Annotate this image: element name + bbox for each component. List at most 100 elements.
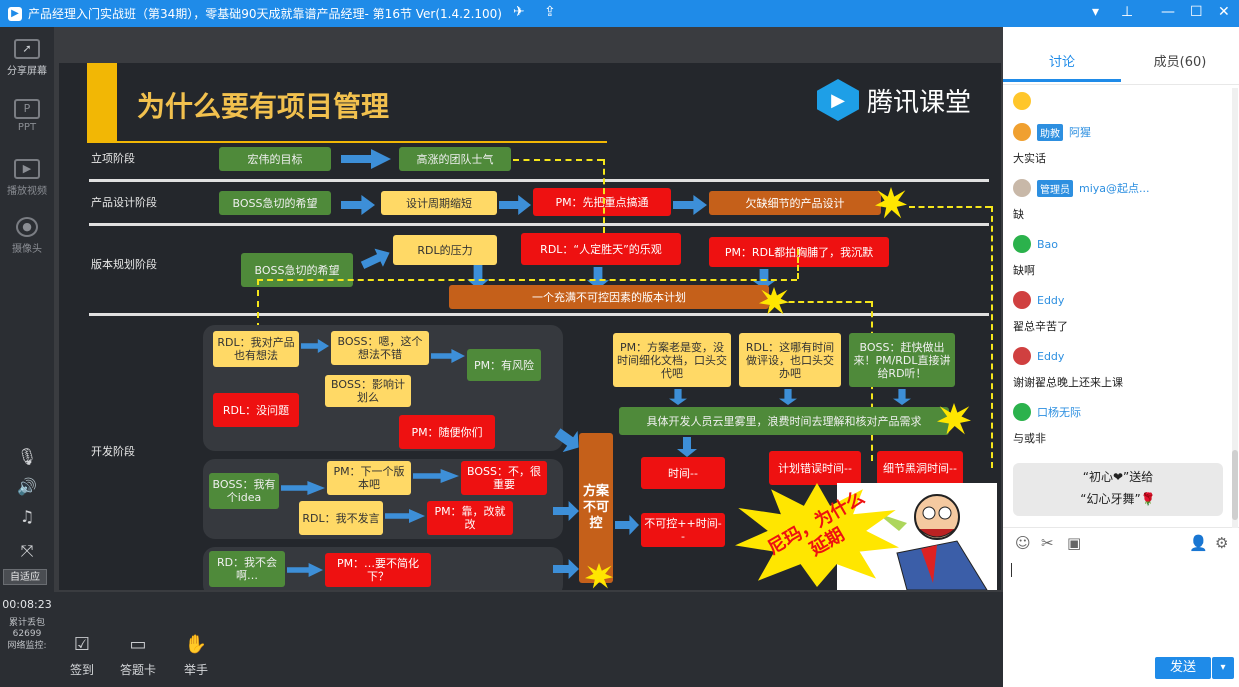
brand-logo: ▶ 腾讯课堂 bbox=[816, 79, 971, 121]
flow-box: PM：靠，改就改 bbox=[427, 501, 513, 535]
flow-arrow bbox=[779, 389, 797, 405]
flow-box: RDL：这哪有时间做评设，也口头交办吧 bbox=[739, 333, 841, 387]
message-header: Bao bbox=[1013, 235, 1058, 253]
flow-box: RDL：“人定胜天”的乐观 bbox=[521, 233, 681, 265]
music-icon[interactable]: ♫ bbox=[19, 507, 35, 526]
minimize-icon[interactable]: — bbox=[1161, 4, 1175, 20]
raise-hand-button[interactable]: ✋ 举手 bbox=[176, 634, 216, 678]
class-timer: 00:08:23 bbox=[2, 598, 52, 611]
chat-panel: 讨论 成员(60) 助教 阿猩 大实话 管理员 miya@起点... 缺 Bao… bbox=[1003, 27, 1239, 687]
sender-name[interactable]: 口杨无际 bbox=[1037, 406, 1081, 419]
camera-button[interactable]: ● 摄像头 bbox=[0, 217, 54, 255]
dashed-connector bbox=[779, 301, 871, 303]
chat-scrollbar-track[interactable] bbox=[1232, 88, 1238, 528]
cartoon-figure-icon bbox=[877, 494, 988, 590]
avatar[interactable] bbox=[1013, 291, 1031, 309]
title-underline bbox=[117, 141, 607, 143]
flow-box: PM：先把重点搞通 bbox=[533, 188, 671, 216]
ppt-button[interactable]: P PPT bbox=[0, 99, 54, 133]
flow-arrow bbox=[669, 389, 687, 405]
flow-box: 具体开发人员云里雾里，浪费时间去理解和核对产品需求 bbox=[619, 407, 949, 435]
flow-box: BOSS：我有个idea bbox=[209, 473, 279, 509]
tab-members[interactable]: 成员(60) bbox=[1153, 55, 1207, 70]
sender-name[interactable]: miya@起点... bbox=[1079, 182, 1150, 195]
phase-label: 版本规划阶段 bbox=[91, 258, 157, 271]
video-icon: ▶ bbox=[14, 159, 40, 179]
chevron-down-icon[interactable]: ▾ bbox=[1092, 4, 1100, 20]
avatar[interactable] bbox=[1013, 235, 1031, 253]
avatar[interactable] bbox=[1013, 179, 1031, 197]
message-header: 助教 阿猩 bbox=[1013, 123, 1091, 141]
checkin-button[interactable]: ☑ 签到 bbox=[62, 634, 102, 678]
flow-arrow bbox=[358, 244, 394, 275]
message-text: 大实话 bbox=[1013, 152, 1046, 165]
answer-card-button[interactable]: ▭ 答题卡 bbox=[116, 634, 160, 678]
answer-card-icon: ▭ bbox=[129, 634, 147, 655]
fullscreen-icon[interactable]: ⤧ bbox=[20, 541, 34, 560]
chat-scrollbar-thumb[interactable] bbox=[1232, 450, 1238, 520]
share-screen-button[interactable]: ➚ 分享屏幕 bbox=[0, 39, 54, 77]
flow-arrow bbox=[341, 149, 391, 169]
bottom-toolbar: ☑ 签到 ▭ 答题卡 ✋ 举手 bbox=[54, 592, 1003, 687]
share-out-icon[interactable]: ⇪ bbox=[544, 4, 556, 20]
flow-box: 计划错误时间-- bbox=[769, 451, 861, 485]
role-badge: 助教 bbox=[1037, 123, 1063, 141]
plane-icon[interactable]: ✈ bbox=[513, 4, 525, 20]
chat-tabs: 讨论 成员(60) bbox=[1003, 49, 1239, 83]
tab-discussion[interactable]: 讨论 bbox=[1048, 55, 1075, 70]
pin-icon[interactable]: ⊥ bbox=[1121, 4, 1134, 20]
flow-box: RDL的压力 bbox=[393, 235, 497, 265]
sender-name[interactable]: Bao bbox=[1037, 237, 1059, 251]
sender-name[interactable]: 阿猩 bbox=[1069, 126, 1091, 139]
play-video-button[interactable]: ▶ 播放视频 bbox=[0, 159, 54, 197]
slide: 为什么要有项目管理 ▶ 腾讯课堂 立项阶段 产品设计阶段 版本规划阶段 开发阶段… bbox=[59, 63, 1001, 590]
speaker-icon[interactable]: 🔊 bbox=[17, 477, 37, 496]
phase-label: 开发阶段 bbox=[91, 445, 135, 458]
emoji-icon[interactable]: ☺ bbox=[1015, 534, 1031, 552]
title-bar: ▶ 产品经理入门实战班（第34期），零基础90天成就靠谱产品经理- 第16节 V… bbox=[0, 0, 1239, 27]
sender-name[interactable]: Eddy bbox=[1037, 349, 1065, 363]
raise-hand-icon: ✋ bbox=[184, 634, 208, 655]
flow-arrow bbox=[341, 195, 375, 215]
gift-line: “初心❤”送给 bbox=[1082, 470, 1154, 484]
gift-notice: “初心❤”送给 “幻心牙舞”🌹 bbox=[1013, 463, 1223, 516]
flow-arrow bbox=[893, 389, 911, 405]
window-title: 产品经理入门实战班（第34期），零基础90天成就靠谱产品经理- 第16节 Ver… bbox=[28, 7, 502, 21]
close-icon[interactable]: ✕ bbox=[1218, 4, 1230, 20]
flow-box: BOSS：不，很重要 bbox=[461, 461, 547, 495]
packet-loss-value: 62699 bbox=[12, 629, 42, 639]
message-text: 与或非 bbox=[1013, 432, 1046, 445]
message-text: 缺 bbox=[1013, 208, 1024, 221]
dashed-connector bbox=[257, 279, 797, 281]
send-button[interactable]: 发送 bbox=[1155, 657, 1211, 679]
flow-box: PM：…要不简化下？ bbox=[325, 553, 431, 587]
message-text: 缺啊 bbox=[1013, 264, 1035, 277]
message-text: 谢谢翟总晚上还来上课 bbox=[1013, 376, 1123, 389]
autofit-button[interactable]: 自适应 bbox=[3, 569, 47, 585]
flow-box: PM：有风险 bbox=[467, 349, 541, 381]
user-voice-icon[interactable]: 👤 bbox=[1189, 534, 1208, 552]
sender-name[interactable]: Eddy bbox=[1037, 293, 1065, 307]
mic-off-icon[interactable]: 🎙 bbox=[16, 447, 38, 466]
flow-box: 一个充满不可控因素的版本计划 bbox=[449, 285, 769, 309]
share-screen-icon: ➚ bbox=[14, 39, 40, 59]
flow-arrow bbox=[677, 437, 697, 457]
avatar[interactable] bbox=[1013, 123, 1031, 141]
text-caret bbox=[1011, 563, 1012, 577]
dashed-connector bbox=[991, 206, 993, 468]
scissors-icon[interactable]: ✂ bbox=[1041, 534, 1054, 552]
chat-input[interactable] bbox=[1011, 563, 1231, 643]
flow-box: PM：下一个版本吧 bbox=[327, 461, 411, 495]
active-tab-indicator bbox=[1003, 79, 1121, 82]
flow-box: RDL：没问题 bbox=[213, 393, 299, 427]
settings-icon[interactable]: ⚙ bbox=[1215, 534, 1229, 552]
phase-divider bbox=[89, 179, 989, 182]
flow-box: 时间-- bbox=[641, 457, 725, 489]
avatar[interactable] bbox=[1013, 403, 1031, 421]
image-icon[interactable]: ▣ bbox=[1067, 534, 1082, 552]
send-options-dropdown[interactable]: ▾ bbox=[1212, 657, 1234, 679]
maximize-icon[interactable]: ☐ bbox=[1190, 4, 1203, 20]
avatar[interactable] bbox=[1013, 347, 1031, 365]
phase-label: 产品设计阶段 bbox=[91, 196, 157, 209]
flow-box: BOSS：影响计划么 bbox=[325, 375, 411, 407]
